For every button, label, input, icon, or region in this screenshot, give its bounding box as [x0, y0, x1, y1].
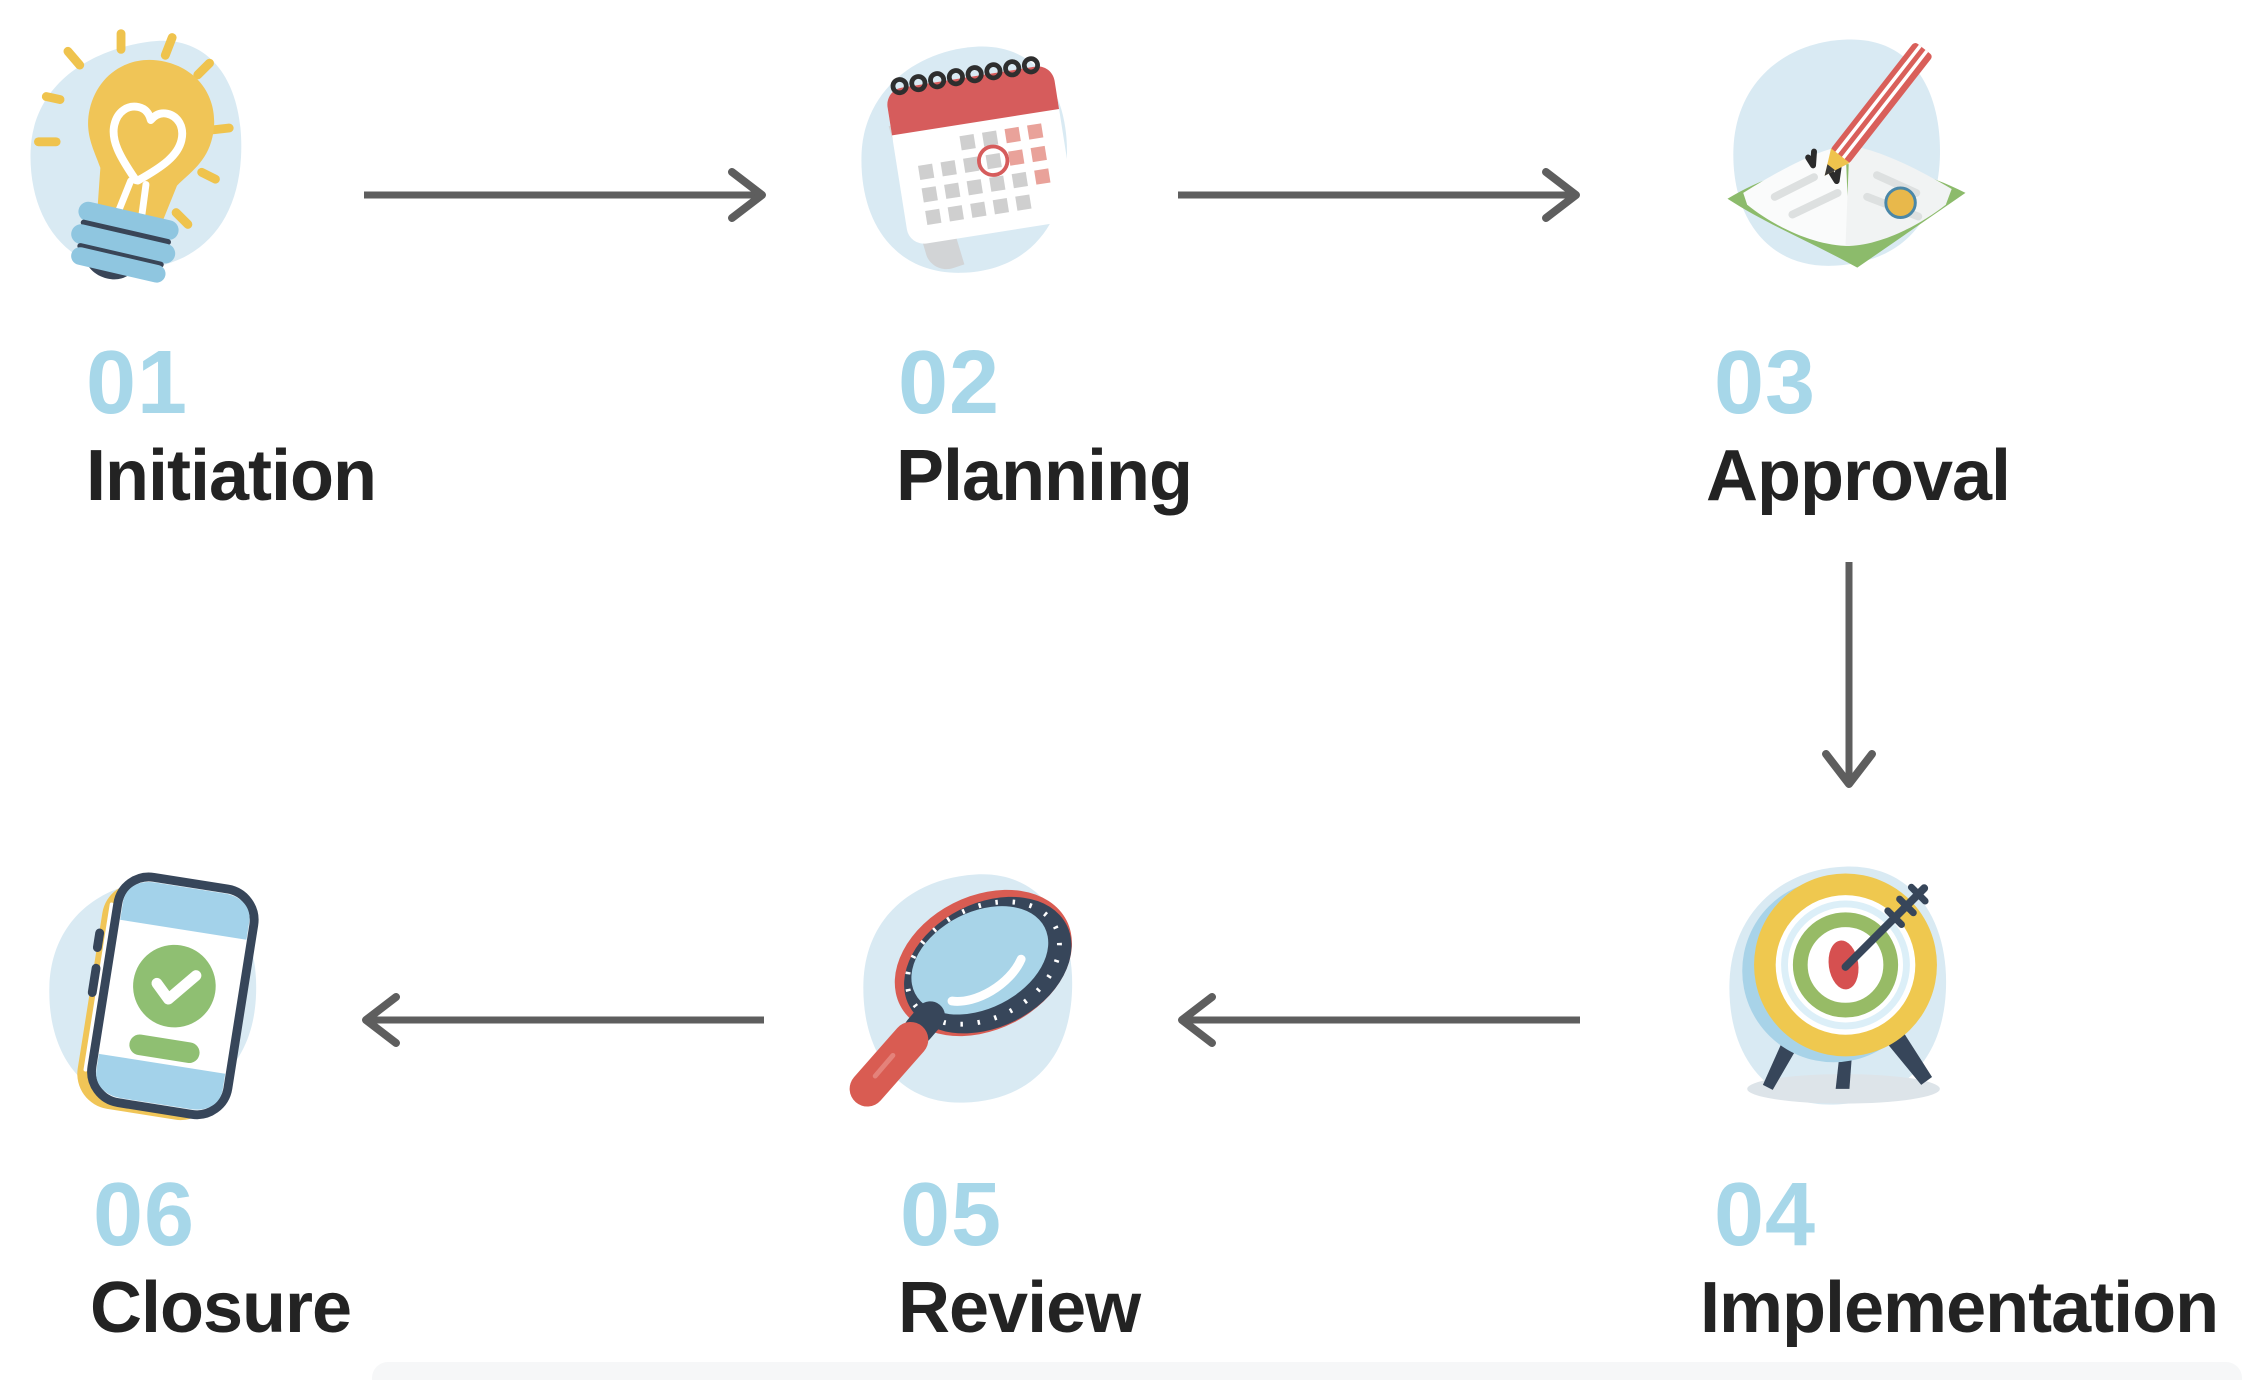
step-number: 06: [93, 1165, 196, 1265]
step-number: 02: [898, 333, 1001, 433]
step-number: 03: [1714, 333, 1817, 433]
step-number: 05: [900, 1165, 1003, 1265]
magnifying-glass-icon: [849, 874, 1073, 1107]
calendar-icon: [861, 46, 1075, 273]
arrow-review-to-closure-icon: [362, 993, 764, 1047]
step-label: Planning: [896, 436, 1193, 516]
book-pencil-icon: [1727, 39, 1966, 268]
phone-check-icon: [49, 872, 259, 1121]
dart-target-icon: [1729, 866, 1947, 1105]
step-label: Review: [898, 1268, 1141, 1348]
bottom-card-edge: [372, 1362, 2242, 1380]
arrow-approval-to-implementation-icon: [1822, 562, 1876, 788]
step-label: Closure: [90, 1268, 352, 1348]
step-label: Initiation: [86, 436, 377, 516]
arrow-initiation-to-planning-icon: [364, 168, 766, 222]
step-label: Implementation: [1700, 1268, 2219, 1348]
lightbulb-idea-icon: [30, 29, 242, 283]
step-number: 01: [86, 333, 189, 433]
step-label: Approval: [1706, 436, 2011, 516]
step-number: 04: [1714, 1165, 1817, 1265]
arrow-planning-to-approval-icon: [1178, 168, 1580, 222]
arrow-implementation-to-review-icon: [1178, 993, 1580, 1047]
